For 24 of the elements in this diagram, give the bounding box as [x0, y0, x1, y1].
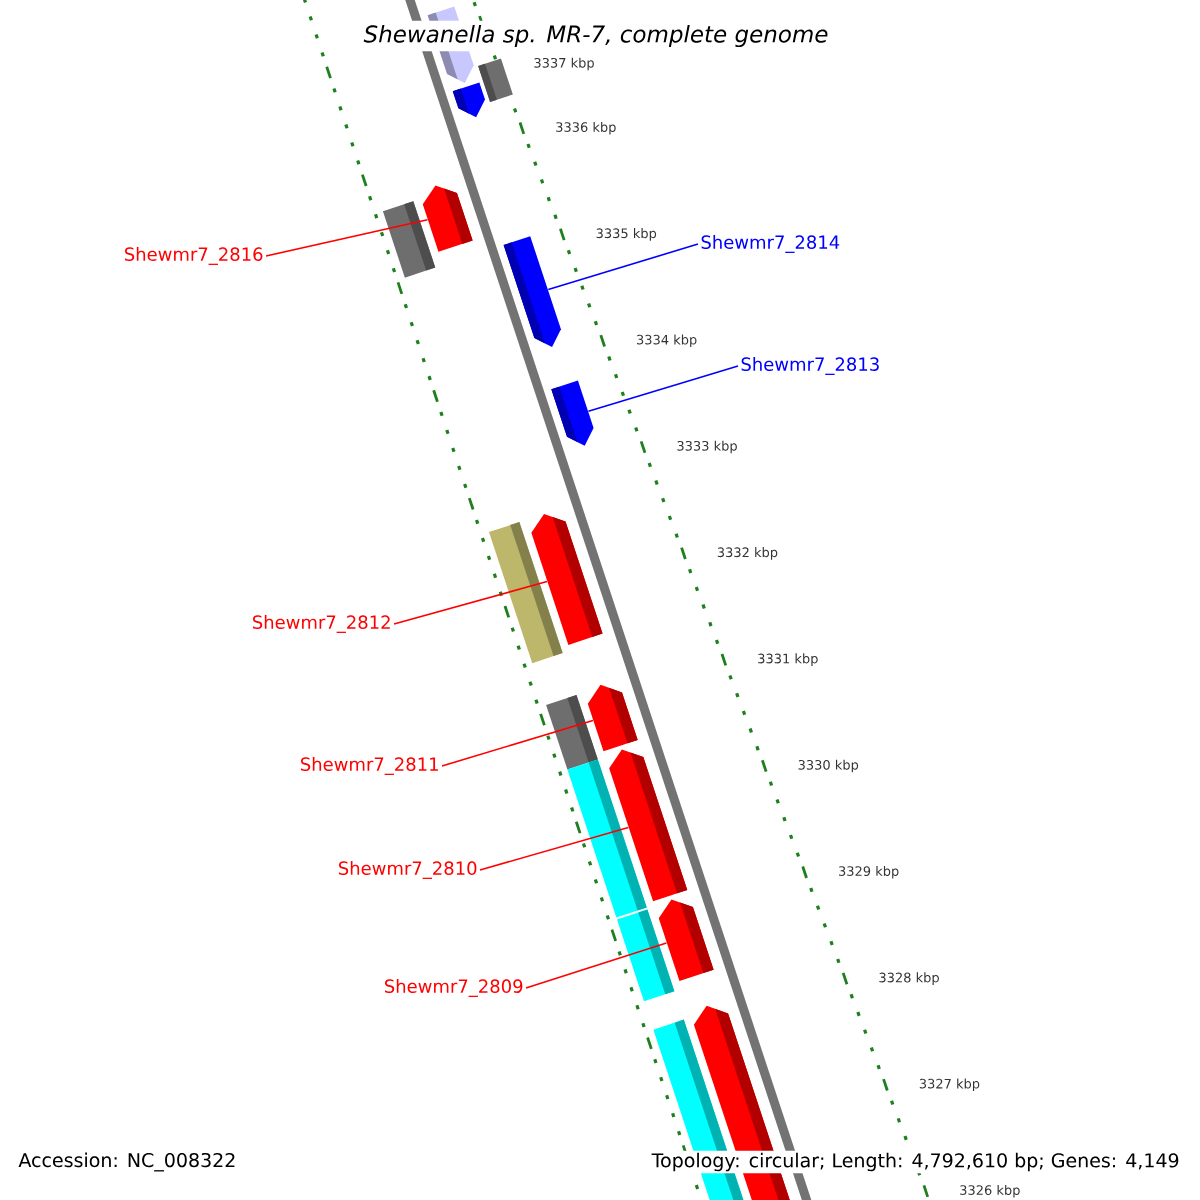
- gene-label: Shewmr7_2814: [701, 235, 840, 253]
- leader-line: [265, 219, 429, 257]
- title: Shewanella sp. MR-7, complete genome: [359, 20, 833, 52]
- gene-label: Shewmr7_2816: [124, 247, 263, 265]
- gene-label: Shewmr7_2812: [252, 615, 390, 633]
- gene-label: Shewmr7_2810: [338, 861, 477, 879]
- gene-feature: [587, 684, 638, 752]
- gene-feature: [531, 513, 603, 645]
- leader-line: [393, 580, 548, 625]
- gene-feature: [551, 380, 594, 446]
- gene-feature: [503, 236, 561, 347]
- leader-line: [525, 942, 668, 989]
- gene-label: Shewmr7_2809: [384, 979, 523, 997]
- leader-line: [547, 243, 699, 291]
- genome-info-text: Topology: circular; Length: 4,792,610 bp; Genes: 4,149: [649, 1150, 1182, 1174]
- accession-text: Accession: NC_008322: [16, 1150, 239, 1174]
- leader-line: [479, 826, 630, 871]
- leader-line: [441, 719, 594, 767]
- gene-feature: [609, 749, 688, 902]
- gene-feature: [658, 899, 714, 981]
- gene-label: Shewmr7_2813: [741, 357, 879, 375]
- leader-line: [587, 365, 739, 412]
- gene-label: Shewmr7_2811: [300, 757, 438, 775]
- gene-feature: [422, 185, 473, 252]
